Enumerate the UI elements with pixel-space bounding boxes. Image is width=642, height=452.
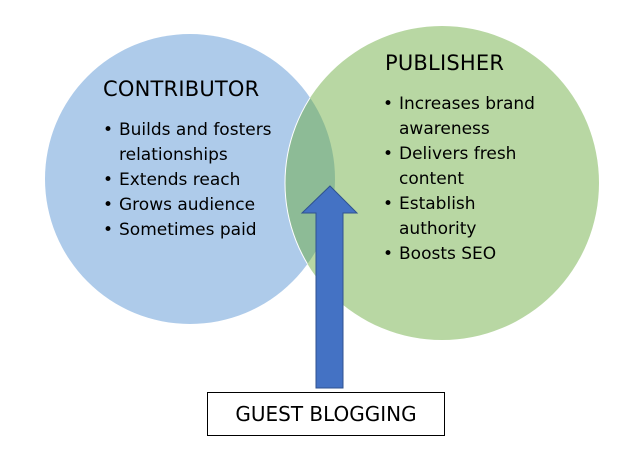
list-item: Grows audience: [103, 193, 293, 218]
list-item: Builds and fosters relationships: [103, 118, 293, 168]
list-item: Sometimes paid: [103, 218, 293, 243]
up-arrow: [300, 185, 359, 389]
list-item: Delivers fresh content: [383, 142, 543, 192]
list-item: Boosts SEO: [383, 242, 543, 267]
guest-blogging-label: GUEST BLOGGING: [207, 392, 445, 436]
publisher-list: Increases brand awareness Delivers fresh…: [383, 92, 543, 267]
list-item: Extends reach: [103, 168, 293, 193]
contributor-title: CONTRIBUTOR: [103, 77, 260, 101]
contributor-list: Builds and fosters relationships Extends…: [103, 118, 293, 243]
list-item: Establish authority: [383, 192, 543, 242]
list-item: Increases brand awareness: [383, 92, 543, 142]
publisher-title: PUBLISHER: [385, 51, 505, 75]
guest-blogging-text: GUEST BLOGGING: [235, 402, 417, 426]
